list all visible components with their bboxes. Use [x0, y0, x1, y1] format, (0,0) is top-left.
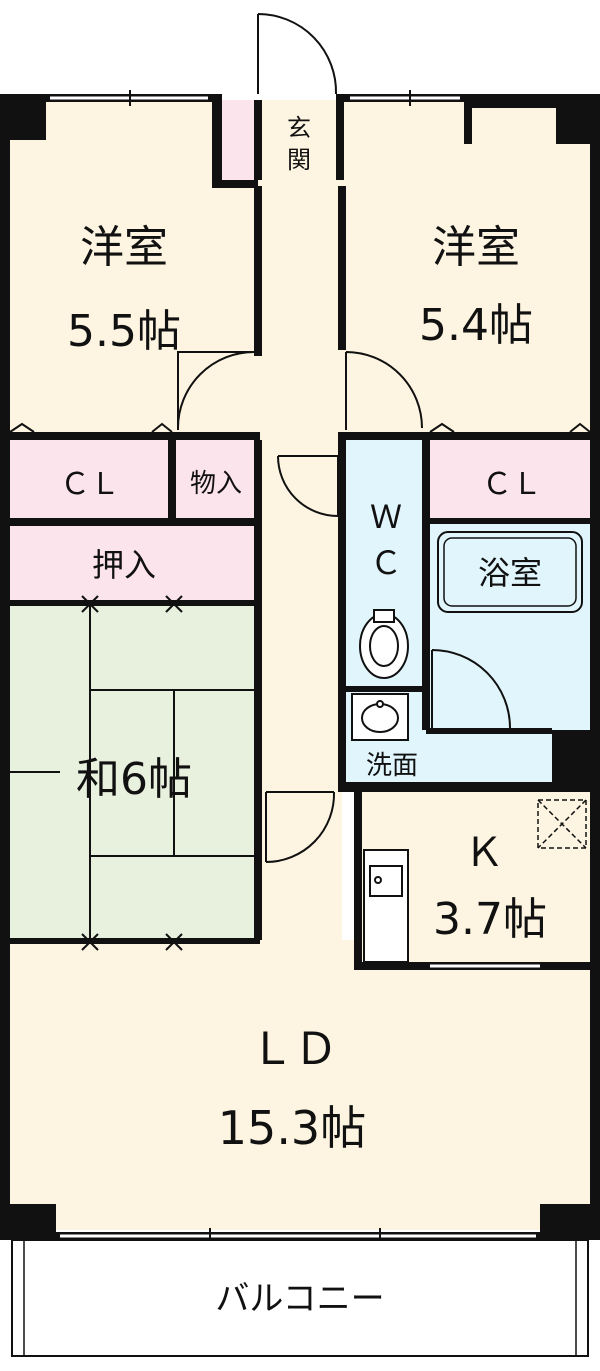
tatami-lines	[10, 595, 254, 951]
wc-label-bottom: Ｃ	[370, 544, 402, 582]
bath-label: 浴室	[478, 554, 542, 592]
closet-left-floor	[10, 440, 170, 518]
japanese-room-label: 和6帖	[76, 754, 192, 805]
western-left-size: 5.5帖	[67, 306, 181, 357]
living-size: 15.3帖	[218, 1101, 366, 1155]
toilet	[359, 609, 409, 679]
living-floor	[10, 940, 590, 1230]
room-western-right-floor	[342, 100, 590, 434]
balcony-label: バルコニー	[215, 1279, 384, 1319]
western-right-name: 洋室	[432, 222, 520, 273]
entrance-step	[258, 100, 342, 180]
storage-label: 物入	[190, 469, 242, 499]
wc-label-top: Ｗ	[370, 498, 402, 536]
door-swings	[177, 13, 511, 863]
wash-basin	[351, 693, 409, 741]
kitchen-name: Ｋ	[464, 830, 504, 876]
western-left-name: 洋室	[80, 222, 168, 273]
washroom-label: 洗面	[366, 751, 418, 781]
kitchen-sink	[363, 849, 409, 963]
closet-left-label: ＣＬ	[60, 467, 120, 502]
entrance-label-top: 玄	[287, 114, 311, 142]
oshiire-floor	[10, 526, 258, 602]
entrance-floor	[222, 100, 258, 182]
living-name: ＬＤ	[250, 1024, 338, 1075]
closet-right-floor	[430, 440, 590, 518]
western-right-size: 5.4帖	[419, 300, 533, 351]
closet-sliding-marks	[9, 422, 591, 433]
bathtub	[437, 531, 583, 613]
balcony-outline	[11, 1239, 589, 1357]
closet-right-label: ＣＬ	[482, 467, 542, 502]
entrance-label-bottom: 関	[287, 146, 311, 174]
window-marks	[50, 90, 540, 1244]
kitchen-size: 3.7帖	[433, 894, 547, 945]
bathtub-inner	[443, 537, 577, 607]
vent-icon	[537, 799, 587, 849]
storage-floor	[176, 440, 258, 518]
hallway-floor	[258, 180, 342, 960]
oshiire-label: 押入	[92, 546, 156, 584]
